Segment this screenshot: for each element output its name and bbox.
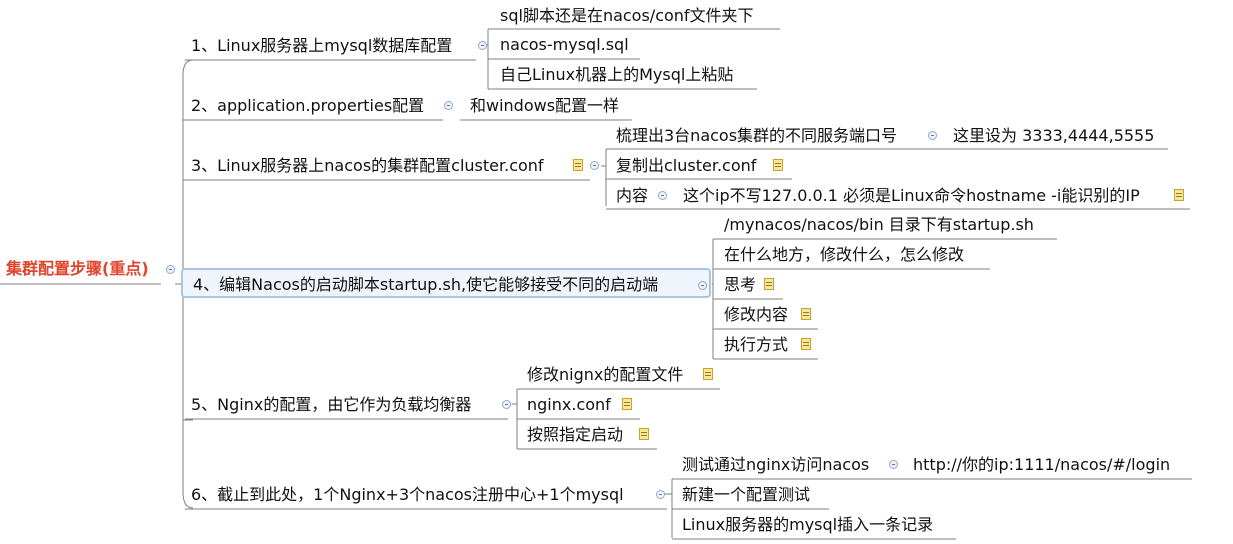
note-icon[interactable] [801,308,811,320]
root-topic[interactable]: 集群配置步骤(重点) [6,259,149,278]
selected-node-highlight [181,268,711,298]
branch-1-child-2[interactable]: nacos-mysql.sql [500,35,629,54]
note-icon[interactable] [773,159,783,171]
branch-4-child-2[interactable]: 在什么地方，修改什么，怎么修改 [724,245,965,264]
note-icon[interactable] [1174,189,1184,201]
collapse-minus-icon[interactable] [502,400,511,409]
collapse-minus-icon[interactable] [444,101,453,110]
collapse-minus-icon[interactable] [928,131,937,140]
branch-4-topic[interactable]: 4、编辑Nacos的启动脚本startup.sh,使它能够接受不同的启动端 [193,275,659,294]
note-icon[interactable] [622,398,632,410]
collapse-minus-icon[interactable] [698,281,707,290]
note-icon[interactable] [703,368,713,380]
branch-3-child-3-detail[interactable]: 这个ip不写127.0.0.1 必须是Linux命令hostname -i能识别… [683,186,1140,205]
note-icon[interactable] [801,338,811,350]
branch-1-topic[interactable]: 1、Linux服务器上mysql数据库配置 [191,36,453,55]
collapse-minus-icon[interactable] [590,161,599,170]
collapse-minus-icon[interactable] [478,41,487,50]
branch-2-topic[interactable]: 2、application.properties配置 [191,96,425,115]
collapse-minus-icon[interactable] [889,460,898,469]
branch-5-topic[interactable]: 5、Nginx的配置，由它作为负载均衡器 [191,395,472,414]
branch-6-child-1-detail[interactable]: http://你的ip:1111/nacos/#/login [913,455,1171,474]
branch-3-child-1[interactable]: 梳理出3台nacos集群的不同服务端口号 [616,126,898,145]
branch-3-topic[interactable]: 3、Linux服务器上nacos的集群配置cluster.conf [191,156,544,175]
branch-6-child-1[interactable]: 测试通过nginx访问nacos [682,455,870,474]
collapse-minus-icon[interactable] [656,490,665,499]
branch-1-child-3[interactable]: 自己Linux机器上的Mysql上粘贴 [500,65,734,84]
branch-6-child-2[interactable]: 新建一个配置测试 [682,485,811,504]
branch-5-child-2[interactable]: nginx.conf [527,395,611,414]
branch-4-child-3[interactable]: 思考 [724,275,757,294]
branch-5-child-1[interactable]: 修改nignx的配置文件 [527,365,684,384]
collapse-minus-icon[interactable] [658,191,667,200]
branch-2-child-1[interactable]: 和windows配置一样 [470,96,620,115]
branch-4-child-4[interactable]: 修改内容 [724,305,789,324]
branch-6-child-3[interactable]: Linux服务器的mysql插入一条记录 [682,515,934,534]
branch-1-child-1[interactable]: sql脚本还是在nacos/conf文件夹下 [500,6,754,25]
branch-3-child-1-detail[interactable]: 这里设为 3333,4444,5555 [953,126,1155,145]
branch-3-child-2[interactable]: 复制出cluster.conf [616,156,757,175]
branch-6-topic[interactable]: 6、截止到此处，1个Nginx+3个nacos注册中心+1个mysql [191,485,624,504]
note-icon[interactable] [764,278,774,290]
branch-4-child-5[interactable]: 执行方式 [724,335,789,354]
note-icon[interactable] [639,428,649,440]
note-icon[interactable] [573,159,583,171]
branch-4-child-1[interactable]: /mynacos/nacos/bin 目录下有startup.sh [724,215,1034,234]
branch-5-child-3[interactable]: 按照指定启动 [527,425,624,444]
collapse-minus-icon[interactable] [166,265,175,274]
branch-3-child-3[interactable]: 内容 [616,186,649,205]
